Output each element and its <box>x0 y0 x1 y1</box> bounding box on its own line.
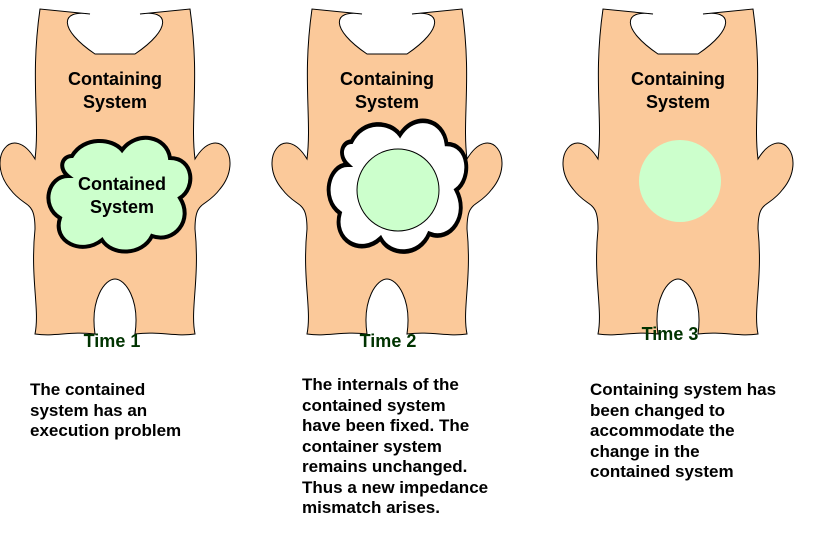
containing-system-label-line2: System <box>83 92 147 112</box>
description-line: Containing system has <box>590 380 777 399</box>
description-line: mismatch arises. <box>302 498 440 517</box>
description-line: container system <box>302 436 442 456</box>
description-line: execution problem <box>30 421 182 440</box>
description-line: system has an <box>30 400 148 420</box>
description-line: Thus a new impedance <box>302 477 489 497</box>
panel-1-description: The contained system has an execution pr… <box>30 380 181 442</box>
description-line: contained system <box>590 462 734 481</box>
description-line: The internals of the <box>302 375 459 394</box>
description-line: accommodate the <box>590 421 735 440</box>
accommodated-contained-system-circle <box>639 140 721 222</box>
description-line: change in the <box>590 441 700 461</box>
contained-system-label-line1: Contained <box>78 174 166 194</box>
time-label: Time 2 <box>360 331 417 351</box>
description-line: been changed to <box>590 400 726 420</box>
contained-system-label-line2: System <box>90 197 154 217</box>
panel-2-description: The internals of the contained system ha… <box>302 375 488 519</box>
time-label: Time 3 <box>642 324 699 344</box>
fixed-contained-system-circle <box>356 148 440 232</box>
time-label: Time 1 <box>84 331 141 351</box>
description-line: have been fixed. The <box>302 416 470 435</box>
containing-system-label-line1: Containing <box>68 69 162 89</box>
description-line: contained system <box>302 395 446 415</box>
containing-system-label-line1: Containing <box>340 69 434 89</box>
description-line: remains unchanged. <box>302 457 468 476</box>
panel-time-1: Containing System Contained System Time … <box>0 8 231 351</box>
description-line: The contained <box>30 380 146 399</box>
panel-time-2: Containing System Time 2 <box>271 8 503 351</box>
contained-system-cloud <box>46 135 193 254</box>
containing-system-label-line1: Containing <box>631 69 725 89</box>
panel-3-description: Containing system has been changed to ac… <box>590 380 776 483</box>
panel-time-3: Containing System Time 3 <box>562 8 794 344</box>
containing-system-label-line2: System <box>355 92 419 112</box>
containing-system-label-line2: System <box>646 92 710 112</box>
